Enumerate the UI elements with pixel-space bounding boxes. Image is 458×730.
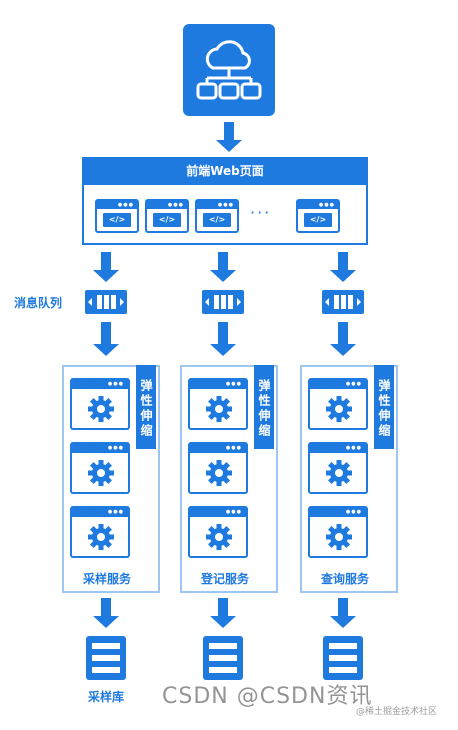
- gear-window-icon: ●●●: [70, 442, 130, 494]
- arrow-down-icon: [210, 322, 236, 356]
- gear-window-icon: ●●●: [308, 378, 368, 430]
- gear-window-icon: ●●●: [188, 506, 248, 558]
- arrow-down-icon: [93, 252, 119, 282]
- gear-window-icon: ●●●: [70, 378, 130, 430]
- service-label-registration: 登记服务: [200, 572, 249, 586]
- arrow-down-icon: [330, 252, 356, 282]
- arrow-down-icon: [330, 598, 356, 628]
- watermark-subtext: @稀土掘金技术社区: [356, 707, 438, 717]
- gear-window-icon: ●●●: [308, 506, 368, 558]
- queue-icon: [202, 290, 244, 314]
- queue-icon: [85, 290, 127, 314]
- watermark-text: CSDN @CSDN资讯: [162, 684, 373, 709]
- gear-window-icon: ●●●: [188, 378, 248, 430]
- arrow-down-icon: [210, 598, 236, 628]
- elastic-scaling-badge: 弹性伸缩: [136, 365, 156, 449]
- ellipsis: ···: [250, 203, 272, 222]
- cloud-network-box: [183, 24, 275, 116]
- service-label-query: 查询服务: [320, 572, 369, 586]
- frontend-web-title: 前端Web页面: [82, 157, 368, 185]
- code-window-icon: ●●● </>: [95, 199, 139, 233]
- elastic-scaling-badge: 弹性伸缩: [254, 365, 274, 449]
- arrow-down-icon: [330, 322, 356, 356]
- gear-window-icon: ●●●: [70, 506, 130, 558]
- code-window-icon: ●●● </>: [195, 199, 239, 233]
- database-icon: [323, 636, 363, 680]
- arrow-down-icon: [93, 322, 119, 356]
- code-window-icon: ●●● </>: [296, 199, 340, 233]
- database-icon: [203, 636, 243, 680]
- arrow-down-icon: [210, 252, 236, 282]
- gear-window-icon: ●●●: [188, 442, 248, 494]
- service-label-sampling: 采样服务: [82, 572, 131, 586]
- cloud-network-icon: [196, 40, 262, 100]
- database-label-sampling: 采样库: [87, 690, 124, 704]
- message-queue-label: 消息队列: [14, 296, 63, 310]
- elastic-scaling-badge: 弹性伸缩: [374, 365, 394, 449]
- queue-icon: [322, 290, 364, 314]
- code-window-icon: ●●● </>: [145, 199, 189, 233]
- database-icon: [86, 636, 126, 680]
- arrow-down-icon: [216, 122, 242, 152]
- gear-window-icon: ●●●: [308, 442, 368, 494]
- arrow-down-icon: [93, 598, 119, 628]
